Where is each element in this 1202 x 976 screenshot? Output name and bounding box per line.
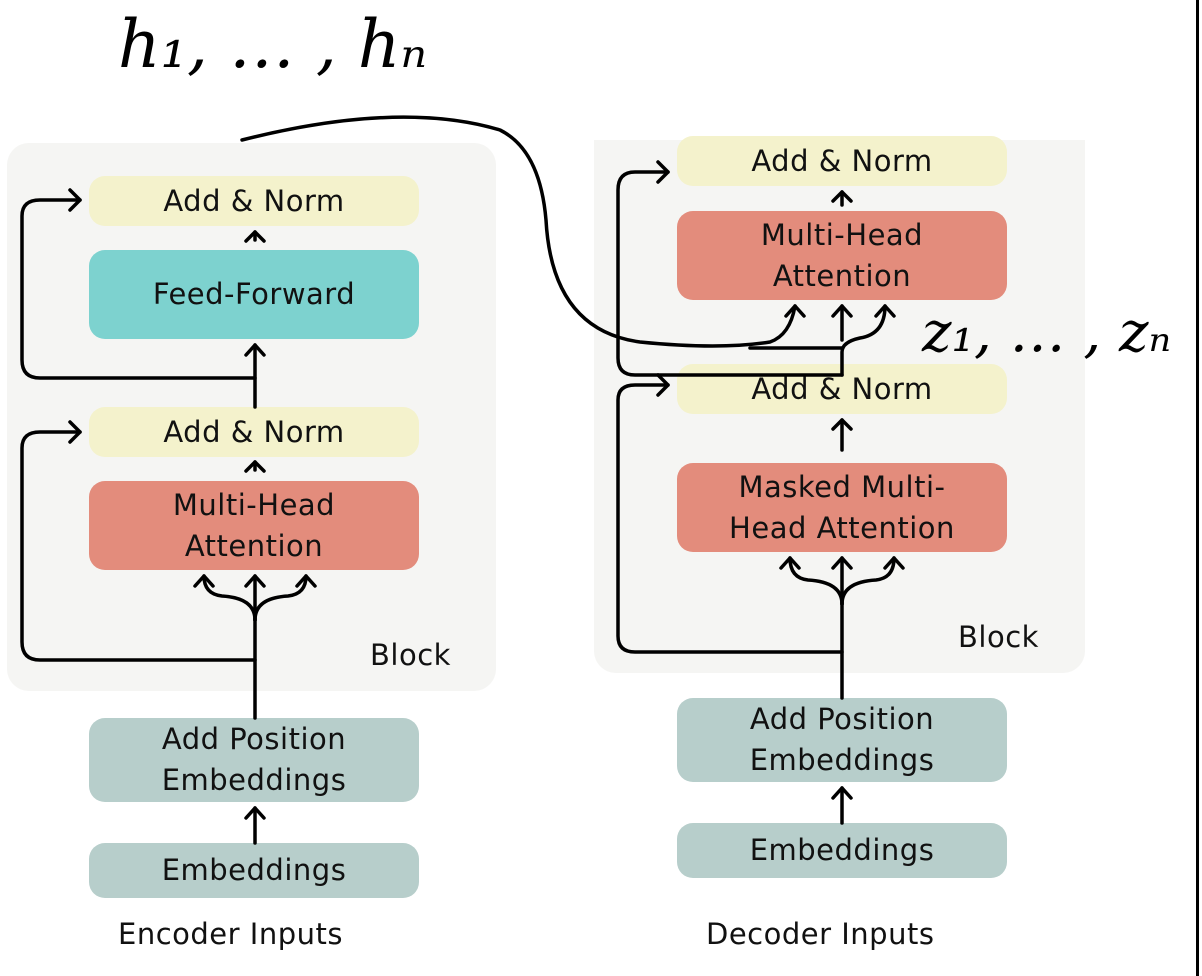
encoder-feed-forward: Feed-Forward bbox=[89, 250, 419, 339]
decoder-block-label: Block bbox=[958, 620, 1039, 654]
decoder-inputs-label: Decoder Inputs bbox=[706, 917, 935, 951]
encoder-embeddings: Embeddings bbox=[89, 843, 419, 898]
encoder-add-norm-top: Add & Norm bbox=[89, 176, 419, 226]
encoder-multi-head-attention: Multi-Head Attention bbox=[89, 481, 419, 570]
decoder-embeddings: Embeddings bbox=[677, 823, 1007, 878]
decoder-multi-head-attention: Multi-Head Attention bbox=[677, 211, 1007, 300]
decoder-wires bbox=[616, 160, 905, 825]
decoder-position-embeddings: Add Position Embeddings bbox=[677, 698, 1007, 782]
encoder-inputs-label: Encoder Inputs bbox=[118, 917, 343, 951]
decoder-masked-multi-head-attention: Masked Multi- Head Attention bbox=[677, 463, 1007, 552]
encoder-position-embeddings: Add Position Embeddings bbox=[89, 718, 419, 802]
encoder-output-label: h₁, … , hₙ bbox=[118, 6, 428, 83]
right-border bbox=[1196, 0, 1199, 976]
decoder-add-norm-top: Add & Norm bbox=[677, 136, 1007, 186]
encoder-add-norm-bottom: Add & Norm bbox=[89, 407, 419, 457]
encoder-wires bbox=[20, 115, 806, 845]
decoder-state-label: z₁, … , zₙ bbox=[922, 300, 1172, 365]
encoder-block-label: Block bbox=[370, 638, 451, 672]
